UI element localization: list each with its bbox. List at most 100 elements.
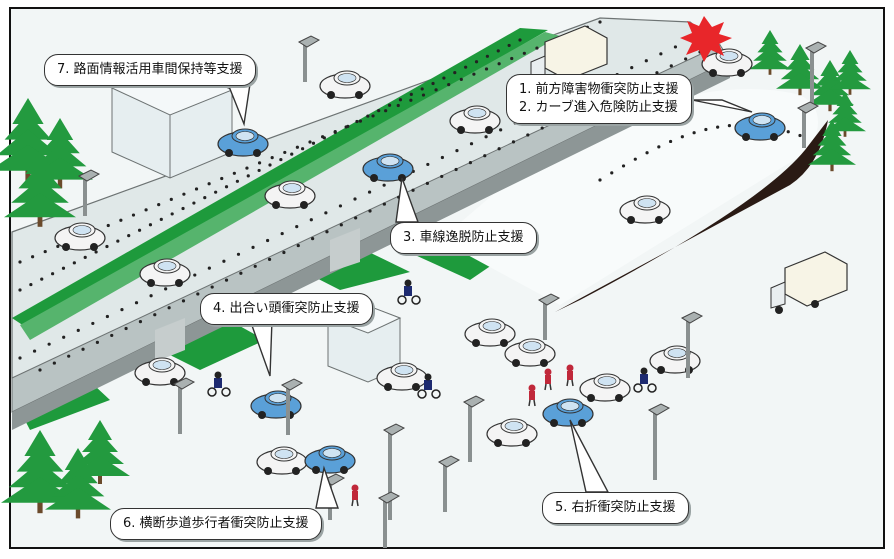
lane-dot (31, 255, 35, 259)
lane-dot (518, 38, 522, 42)
lane-dot (716, 125, 720, 129)
tail-1 (691, 99, 753, 113)
lane-dot (421, 93, 426, 97)
sensor-pole-icon (77, 169, 101, 216)
lane-dot (124, 326, 128, 331)
lane-dot (344, 125, 348, 129)
lane-dot (296, 243, 300, 248)
lane-dot (56, 244, 60, 248)
lane-dot (309, 218, 313, 222)
lane-dot (621, 164, 626, 168)
sensor-pole-icon (382, 423, 406, 520)
callout-road-surface-info: 7. 路面情報活用車間保持等支援 (44, 54, 256, 86)
lane-dot (224, 278, 229, 282)
lane-dot (94, 250, 98, 254)
tree-icon (70, 420, 130, 484)
lane-dot (193, 273, 197, 277)
lane-dot (280, 231, 284, 236)
lane-dot (483, 154, 487, 158)
lane-dot (440, 155, 444, 160)
lane-dot (484, 135, 488, 139)
lane-dot (358, 119, 363, 123)
lane-dot (51, 272, 55, 276)
sensor-pole-icon (647, 403, 671, 480)
lane-dot (110, 333, 114, 338)
car-icon (256, 446, 308, 475)
lane-dot (18, 260, 22, 264)
callout-crossing-collision: 4. 出合い頭衝突防止支援 (200, 293, 373, 325)
callout-pedestrian-crossing: 6. 横断歩道歩行者衝突防止支援 (110, 508, 322, 540)
lane-dot (207, 266, 211, 270)
green-area-lower (150, 315, 265, 370)
lane-dot (396, 103, 400, 108)
lane-dot (137, 228, 142, 232)
lane-dot (398, 98, 403, 102)
callout-crossing-collision-label: 4. 出合い頭衝突防止支援 (213, 301, 360, 316)
pillar-1 (330, 228, 360, 272)
lane-dot (105, 244, 109, 249)
lane-dot (40, 277, 44, 281)
car-icon (504, 338, 556, 367)
lane-dot (645, 151, 649, 155)
tree-icon (808, 120, 856, 172)
lane-dot (387, 103, 392, 107)
sensor-pole-icon (280, 378, 304, 435)
lane-dot (308, 140, 312, 144)
lane-dot (268, 163, 272, 167)
tree-icon (4, 150, 76, 227)
lane-dot (425, 181, 429, 185)
lane-dot (76, 328, 80, 332)
lane-dot (159, 217, 163, 221)
callout-right-turn-label: 5. 右折衝突防止支援 (555, 500, 676, 515)
lane-dot (301, 147, 305, 151)
lane-dot (669, 64, 673, 68)
lane-dot (485, 54, 489, 58)
lane-dot (149, 294, 153, 298)
pedestrians (207, 279, 657, 507)
lane-dot (170, 212, 174, 216)
lane-dot (203, 196, 207, 200)
sensor-pole-icon (680, 311, 704, 378)
car-icon (701, 48, 753, 77)
lane-dot (366, 114, 370, 118)
lane-dot (232, 171, 236, 175)
lane-dot (411, 188, 415, 192)
lane-dot (196, 292, 200, 296)
car-icon (579, 373, 631, 402)
lane-dot (474, 60, 479, 64)
lane-dot (511, 140, 516, 144)
lane-dot (497, 147, 501, 151)
lane-dot (120, 308, 124, 312)
lane-dot (181, 206, 185, 211)
lane-dot (224, 185, 229, 189)
lane-dot (440, 174, 444, 179)
lane-dot (455, 149, 459, 153)
sensor-pole-icon (804, 41, 828, 108)
lane-dot (245, 166, 249, 170)
lane-dot (194, 187, 199, 191)
lane-dot (52, 361, 56, 365)
car-blue-icon (734, 112, 786, 141)
lane-dot (91, 321, 95, 326)
lane-dot (267, 257, 272, 261)
lane-dot (253, 264, 257, 268)
motorcycle-rider-icon (633, 367, 657, 393)
car-icon (619, 195, 671, 224)
lane-dot (295, 225, 299, 229)
lane-dot (83, 255, 87, 259)
lane-dot (239, 271, 243, 275)
lane-dot (220, 176, 224, 181)
car-blue-icon (304, 445, 356, 474)
pedestrian-icon (351, 484, 359, 507)
lane-dot (786, 130, 790, 134)
lane-dot (311, 141, 316, 145)
lane-dot (377, 109, 381, 113)
lane-dot (67, 354, 71, 358)
lane-dot (680, 135, 684, 139)
lane-dot (144, 208, 148, 212)
callout-pedestrian-crossing-label: 6. 横断歩道歩行者衝突防止支援 (123, 516, 309, 531)
lane-dot (426, 162, 430, 167)
truck-ground (770, 251, 848, 314)
lane-dot (116, 239, 120, 243)
lane-dot (148, 223, 153, 227)
